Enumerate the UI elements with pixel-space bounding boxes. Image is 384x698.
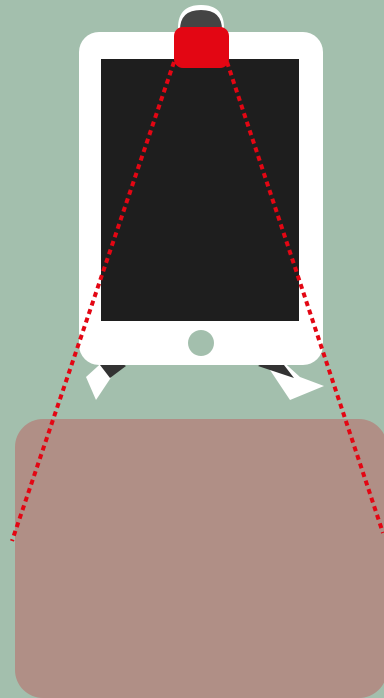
tablet-screen [101,59,299,321]
camera-clip [174,27,229,68]
home-button-icon [188,330,214,356]
camera-lens-head [180,10,222,30]
view-line-left [10,61,176,542]
view-line-right [225,61,384,534]
document-camera [174,5,229,68]
table-surface [15,419,384,698]
